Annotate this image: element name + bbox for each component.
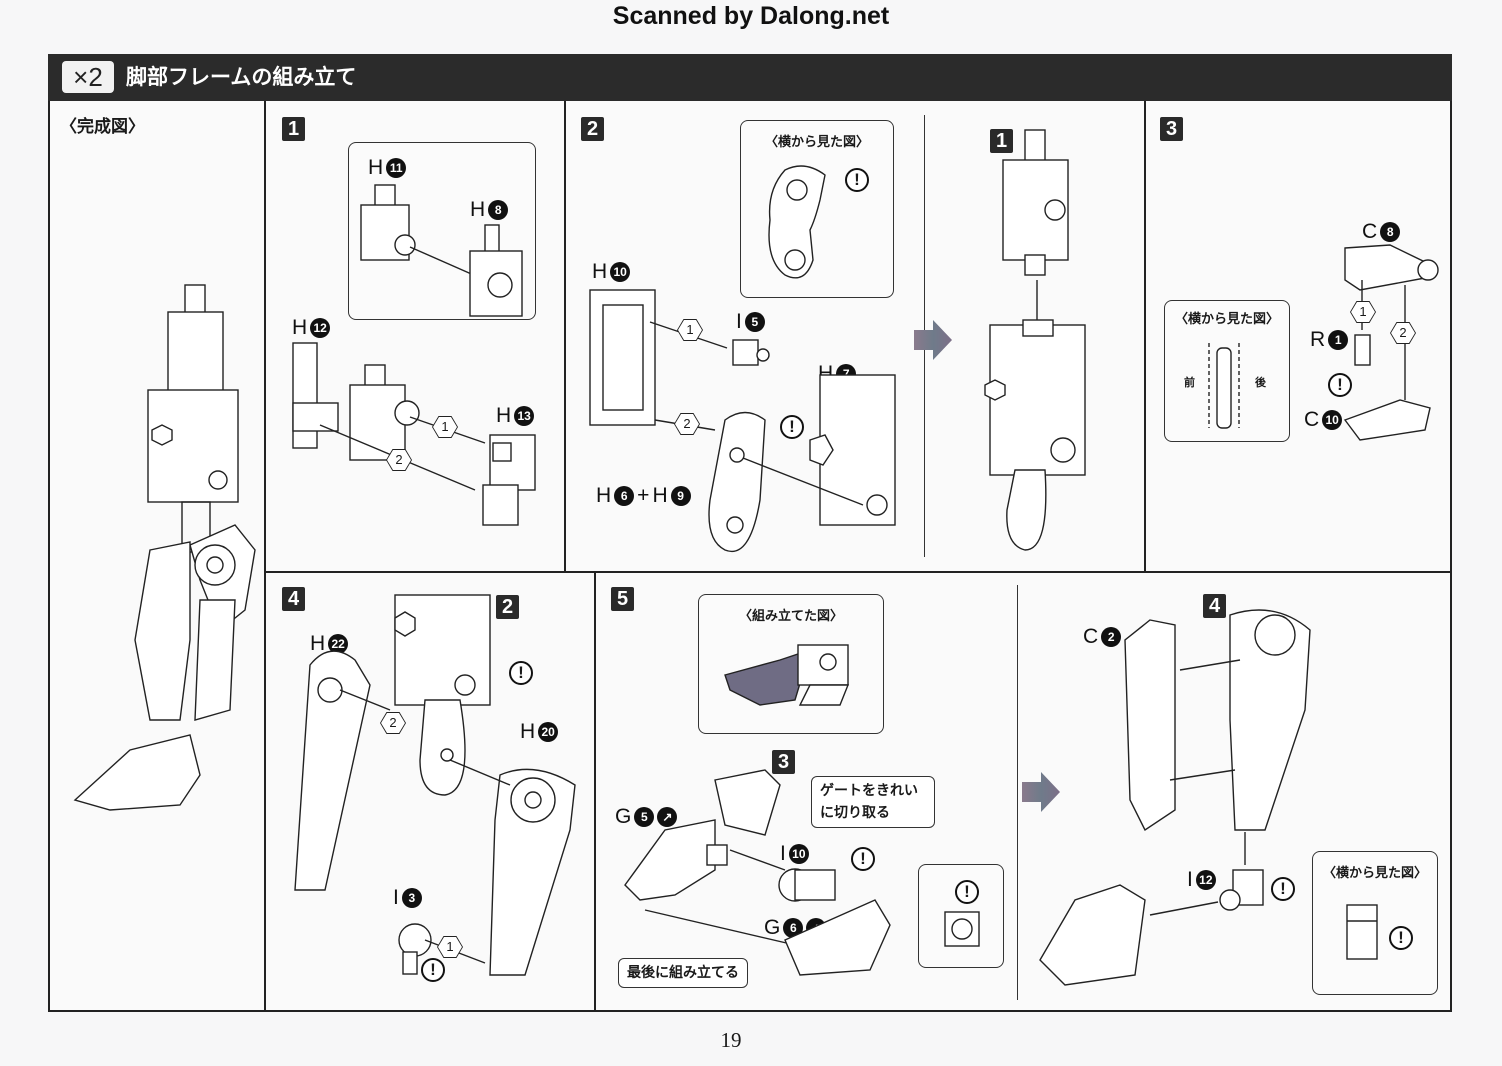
back-label: 後 bbox=[1255, 376, 1266, 389]
front-label: 前 bbox=[1184, 376, 1195, 389]
step-5-side-view-title: 〈横から見た図〉 bbox=[1322, 866, 1427, 881]
warning-icon: ! bbox=[421, 958, 445, 982]
step-5-badge: 5 bbox=[611, 587, 634, 611]
assemble-last-note: 最後に組み立てる bbox=[618, 958, 748, 988]
gate-cut-icon: ↗ bbox=[657, 807, 678, 827]
quantity-badge: ×2 bbox=[62, 61, 114, 93]
gate-detail-illustration bbox=[944, 911, 980, 947]
divider bbox=[594, 571, 596, 1012]
assembled-view-illustration bbox=[724, 644, 850, 706]
step-3-parts-illustration bbox=[1343, 244, 1439, 441]
step-1-parts-illustration bbox=[292, 184, 536, 526]
divider bbox=[1017, 585, 1018, 1000]
step-4-badge: 4 bbox=[282, 587, 305, 611]
step-5-parts-illustration bbox=[624, 769, 891, 976]
section-header bbox=[48, 54, 1452, 101]
result-ref-badge: 1 bbox=[990, 129, 1013, 153]
warning-icon: ! bbox=[780, 415, 804, 439]
side-view-shape bbox=[1208, 343, 1240, 429]
divider bbox=[264, 571, 1452, 573]
section-title: 脚部フレームの組み立て bbox=[126, 65, 357, 89]
order-marker-1: 1 bbox=[432, 416, 458, 438]
order-marker-1: 1 bbox=[437, 936, 463, 958]
ref-step-2-badge: 2 bbox=[496, 595, 519, 619]
step-1-badge: 1 bbox=[282, 117, 305, 141]
divider bbox=[1144, 101, 1146, 571]
step-3-badge: 3 bbox=[1160, 117, 1183, 141]
completed-view-label: 〈完成図〉 bbox=[60, 117, 145, 137]
warning-icon: ! bbox=[1271, 877, 1295, 901]
divider bbox=[264, 101, 266, 1012]
warning-icon: ! bbox=[845, 168, 869, 192]
completed-leg-illustration bbox=[73, 284, 256, 811]
side-view-shape bbox=[1346, 904, 1378, 960]
warning-icon: ! bbox=[1389, 926, 1413, 950]
order-marker-2: 2 bbox=[386, 449, 412, 471]
step-4-parts-illustration bbox=[294, 594, 576, 976]
step-2-badge: 2 bbox=[581, 117, 604, 141]
step-3-callout-title: 〈横から見た図〉 bbox=[1174, 312, 1279, 327]
step-5-callout-title: 〈組み立てた図〉 bbox=[738, 609, 843, 624]
warning-icon: ! bbox=[1328, 373, 1352, 397]
order-marker-1: 1 bbox=[677, 319, 703, 341]
order-marker-2: 2 bbox=[380, 712, 406, 734]
warning-icon: ! bbox=[509, 661, 533, 685]
watermark: Scanned by Dalong.net bbox=[612, 2, 890, 30]
order-marker-1: 1 bbox=[1350, 301, 1376, 323]
warning-icon: ! bbox=[955, 880, 979, 904]
step-2-side-view-illustration bbox=[768, 165, 826, 279]
divider bbox=[564, 101, 566, 571]
gate-trim-note: ゲートをきれいに切り取る bbox=[811, 776, 935, 828]
step-2-parts-illustration bbox=[589, 289, 896, 553]
step-2-callout-title: 〈横から見た図〉 bbox=[764, 135, 869, 150]
order-marker-2: 2 bbox=[674, 413, 700, 435]
page-number: 19 bbox=[720, 1028, 742, 1052]
warning-icon: ! bbox=[851, 847, 875, 871]
order-marker-2: 2 bbox=[1390, 322, 1416, 344]
ref-step-4-badge: 4 bbox=[1203, 594, 1226, 618]
step-5-result-illustration bbox=[1039, 609, 1311, 986]
step-2-result-illustration bbox=[984, 129, 1086, 551]
ref-step-3-badge: 3 bbox=[772, 750, 795, 774]
